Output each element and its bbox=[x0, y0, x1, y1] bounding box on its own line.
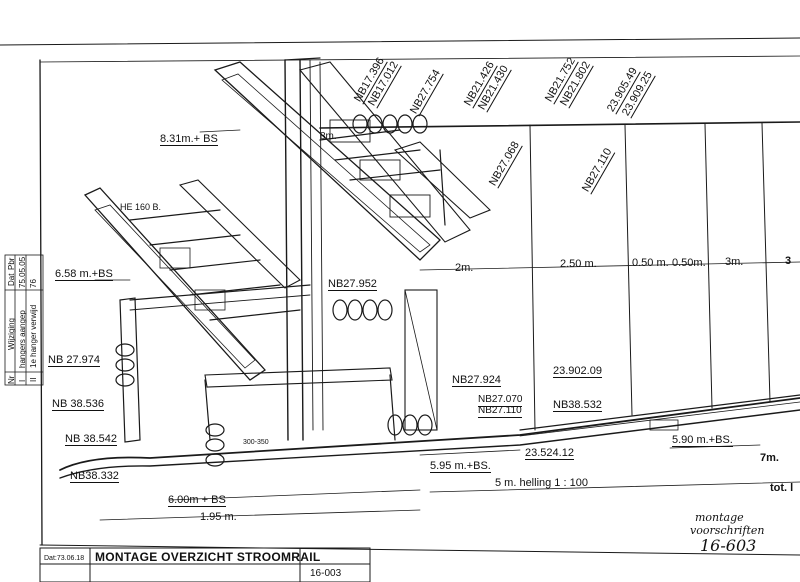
label-dim-050b: 0.50m. bbox=[672, 257, 706, 269]
label-dim-590: 5.90 m.+BS. bbox=[672, 434, 733, 447]
label-ref-2352412: 23.524.12 bbox=[525, 447, 574, 460]
title-block-frame bbox=[39, 547, 371, 582]
label-dim-5m: 5 m. helling 1 : 100 bbox=[495, 477, 588, 489]
handwriting-line-2: voorschriften bbox=[690, 524, 765, 537]
label-nb27924: NB27.924 bbox=[452, 374, 501, 387]
label-dim-250: 2.50 m. bbox=[560, 258, 597, 270]
label-nb27070: NB27.070 bbox=[478, 394, 523, 407]
label-dim-195: 1.95 m. bbox=[200, 511, 237, 523]
frame-left bbox=[39, 59, 43, 546]
frame-top-inner bbox=[39, 55, 800, 63]
label-dim-595: 5.95 m.+BS. bbox=[430, 460, 491, 473]
insulator-stack-left bbox=[115, 343, 225, 467]
label-dim-050a: 0.50 m. bbox=[632, 257, 669, 269]
lower-frame bbox=[119, 284, 438, 443]
label-dim-658: 6.58 m.+BS bbox=[55, 268, 113, 281]
label-beam: HE 160 B. bbox=[120, 202, 162, 212]
dimension-lines bbox=[94, 129, 800, 521]
frame-top bbox=[0, 37, 800, 46]
insulator-stack-lower bbox=[387, 414, 433, 436]
handwriting-line-3: 16-603 bbox=[700, 536, 757, 555]
label-dim-8m: 8m. bbox=[320, 131, 337, 142]
vertical-mast bbox=[284, 57, 324, 441]
revision-row2-nr: II bbox=[29, 377, 38, 382]
revision-row2-date: 76 bbox=[29, 279, 38, 288]
revision-block-frame bbox=[4, 254, 44, 386]
label-dim-2m: 2m. bbox=[455, 262, 474, 274]
label-dim-3m-b: 3 bbox=[785, 255, 792, 267]
title-block-date: Dat:73.06.18 bbox=[44, 555, 85, 562]
label-dim-300350: 300-350 bbox=[243, 439, 269, 446]
insulator-stack-mid bbox=[332, 299, 393, 321]
title-block-title: MONTAGE OVERZICHT STROOMRAIL bbox=[95, 550, 321, 564]
label-nb27974: NB 27.974 bbox=[48, 354, 100, 367]
label-dim-600: 6.00m + BS bbox=[168, 494, 226, 507]
frame-bottom bbox=[39, 544, 800, 556]
label-nb27110b: NB27.110 bbox=[478, 405, 522, 418]
conductor-rail bbox=[59, 394, 800, 479]
title-block-number: 16-003 bbox=[310, 568, 342, 579]
label-dim-7m: 7m. bbox=[760, 452, 779, 464]
label-dim-3m: 3m. bbox=[725, 256, 744, 268]
label-nb38332: NB38.332 bbox=[70, 470, 119, 483]
label-nb27952: NB27.952 bbox=[328, 278, 377, 291]
label-nb38532: NB38.532 bbox=[553, 399, 602, 412]
insulator-stack-upper bbox=[352, 114, 428, 134]
label-nb38542: NB 38.542 bbox=[65, 433, 117, 446]
label-ref-2390209: 23.902.09 bbox=[553, 365, 602, 378]
revision-row2-text: 1e hanger verwijd bbox=[29, 304, 38, 368]
handwriting-line-1: montage bbox=[695, 511, 744, 524]
label-nb38536: NB 38.536 bbox=[52, 398, 104, 411]
upper-steel-frame bbox=[213, 61, 491, 261]
label-dim-tot: tot. l bbox=[770, 482, 794, 494]
label-dim-831: 8.31m.+ BS bbox=[160, 133, 218, 146]
catenary-wire bbox=[319, 121, 800, 431]
